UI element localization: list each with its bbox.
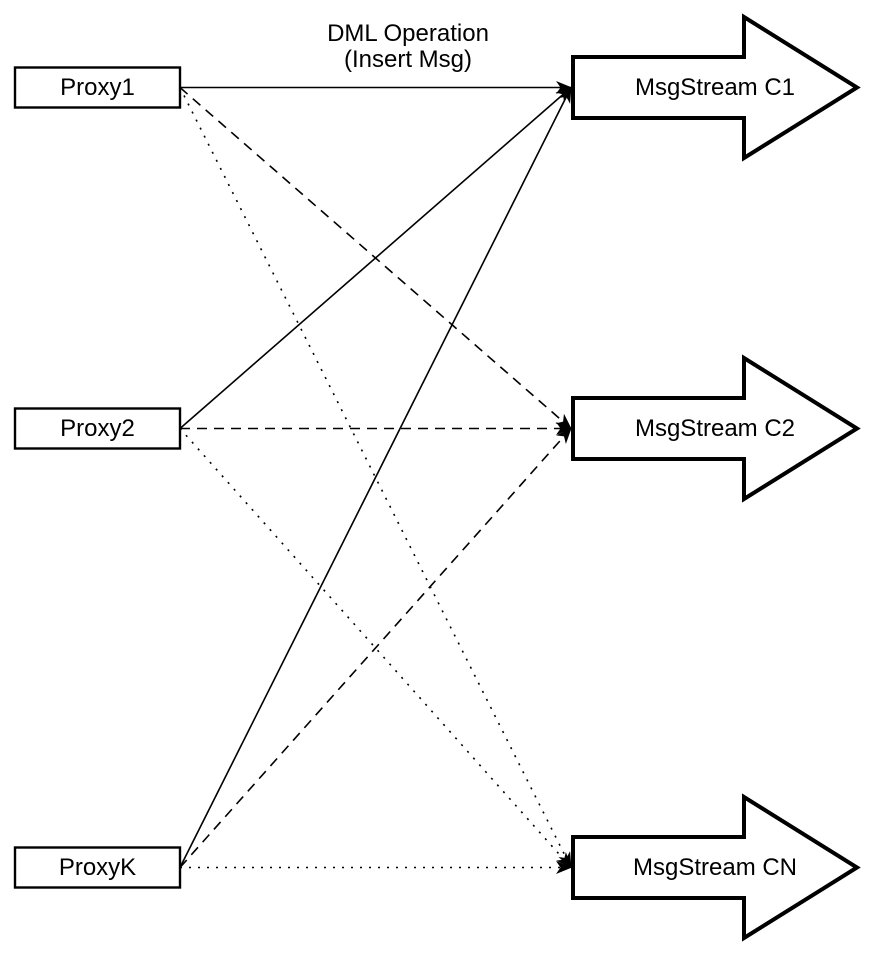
proxyk-label: ProxyK [58, 854, 137, 881]
connector-proxy2-c1 [179, 86, 572, 430]
proxy2-label: Proxy2 [60, 415, 135, 442]
msgstream-arrow-cn [571, 793, 861, 942]
connector-proxy1-cn [179, 87, 572, 869]
msgstream-c2-label: MsgStream C2 [634, 415, 796, 442]
diagram-title: DML Operation (Insert Msg) [258, 21, 558, 73]
connector-proxyk-c2 [179, 427, 572, 869]
proxy1-box [13, 66, 182, 109]
msgstream-arrow-c1 [571, 13, 861, 162]
connector-proxyk-c1 [179, 86, 572, 868]
msgstream-c1-label: MsgStream C1 [634, 74, 796, 101]
diagram-title-line1: DML Operation [327, 20, 489, 47]
proxy1-label: Proxy1 [60, 74, 135, 101]
msgstream-arrow-c2 [571, 354, 861, 503]
diagram-title-line2: (Insert Msg) [343, 46, 472, 73]
msgstream-cn-label: MsgStream CN [632, 854, 798, 881]
